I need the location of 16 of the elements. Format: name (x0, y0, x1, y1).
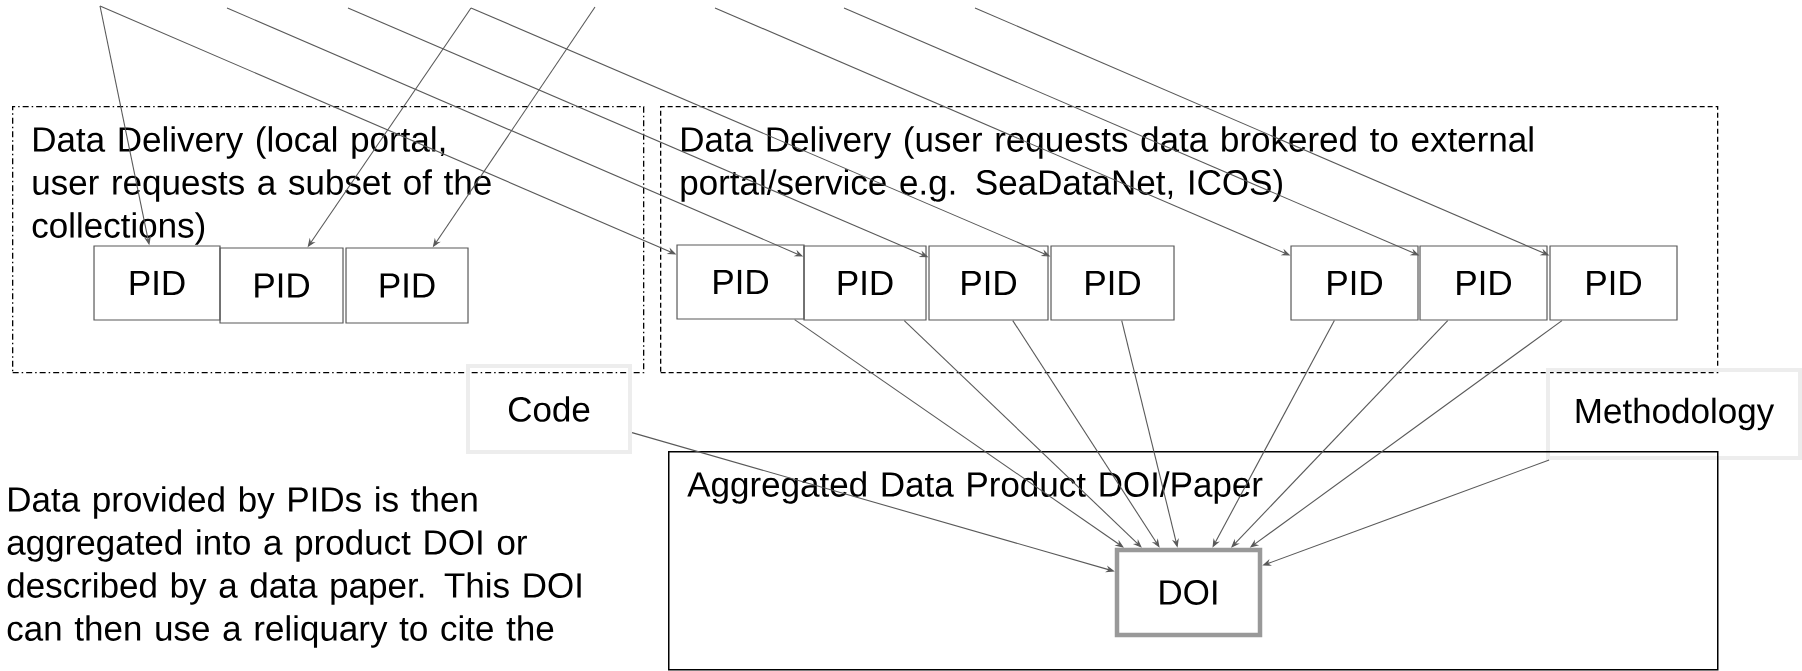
pid-box: PID (1290, 245, 1419, 321)
doi-box: DOI (1114, 547, 1263, 638)
input-box: Methodology (1546, 368, 1802, 460)
pid-box: PID (1050, 245, 1175, 321)
description-text: Data provided by PIDs is then aggregated into a product DOI or described by a data paper. This DOI can then use a reliquary to cite the (7, 486, 581, 648)
arrow (903, 320, 1142, 548)
pid-box: PID (928, 245, 1049, 321)
pid-box: PID (676, 244, 805, 320)
pid-box: PID (345, 247, 469, 324)
pid-box: PID (219, 247, 344, 324)
pid-box: PID (803, 245, 927, 321)
pid-box: PID (1549, 245, 1678, 321)
arrow (1231, 320, 1449, 548)
pid-box: PID (1419, 245, 1548, 321)
pid-box: PID (93, 245, 221, 321)
input-box: Code (466, 364, 632, 454)
